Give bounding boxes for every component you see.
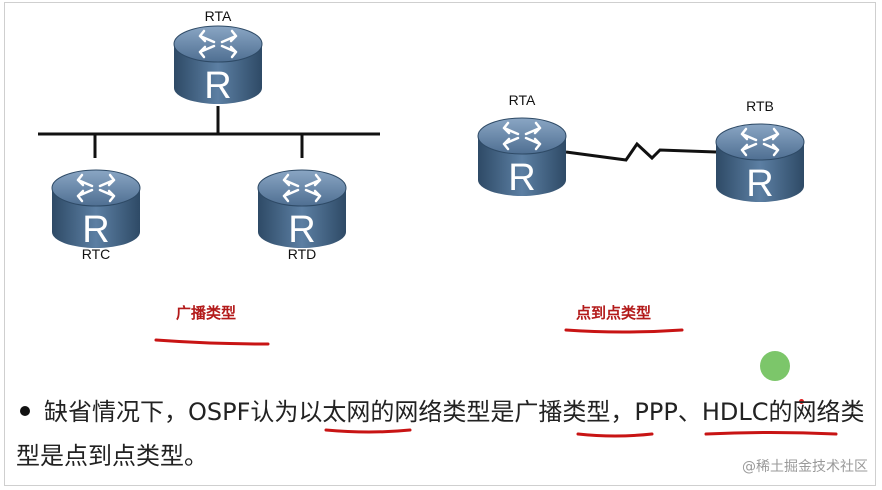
slide-frame	[4, 2, 876, 486]
svg-text:R: R	[508, 157, 535, 199]
watermark: @稀土掘金技术社区	[742, 459, 868, 475]
router-icon: R	[173, 25, 263, 107]
bullet-seg1: 缺省情况下，OSPF认为	[44, 398, 299, 426]
router-icon: R	[477, 117, 567, 199]
router-rtb: R	[712, 112, 808, 208]
router-label-rtc: RTC	[81, 246, 111, 262]
router-rtc: R	[48, 158, 144, 254]
router-icon: R	[715, 123, 805, 205]
bullet-seg5: ，	[610, 398, 635, 426]
bullet-seg7: 的网络类型是点到点类型。	[16, 398, 865, 470]
router-icon: R	[257, 169, 347, 251]
svg-text:R: R	[82, 209, 109, 251]
router-label-rtb: RTB	[746, 98, 774, 114]
underline-broadcast-caption	[154, 338, 270, 346]
serial-link-line	[565, 141, 717, 162]
router-rtd: R	[254, 158, 350, 254]
router-label-rta-broadcast: RTA	[204, 8, 232, 24]
bullet-paragraph: 缺省情况下，OSPF认为以太网的网络类型是广播类型，PPP、HDLC的网络类型是…	[16, 390, 866, 478]
underline-broadcast-type	[576, 432, 654, 438]
bullet-seg4: 广播类型	[514, 398, 611, 426]
bullet-seg3: 的网络类型是	[370, 398, 515, 426]
router-label-rta-p2p: RTA	[508, 92, 536, 108]
svg-text:R: R	[746, 163, 773, 205]
underline-ppp-hdlc	[704, 431, 838, 436]
bullet-seg2: 以太网	[298, 398, 371, 426]
router-rta-p2p: R	[474, 106, 570, 202]
underline-p2p-caption	[564, 328, 684, 334]
caption-p2p: 点到点类型	[576, 304, 652, 322]
svg-text:R: R	[288, 209, 315, 251]
caption-broadcast: 广播类型	[176, 304, 237, 322]
annotation-dot	[799, 399, 804, 404]
svg-text:R: R	[204, 65, 231, 107]
router-rta-broadcast: R	[170, 14, 266, 110]
pointer-marker	[760, 351, 790, 381]
bullet-icon	[20, 406, 30, 416]
router-icon: R	[51, 169, 141, 251]
router-label-rtd: RTD	[287, 246, 317, 262]
bullet-seg6: PPP、HDLC	[634, 398, 769, 426]
underline-ethernet	[324, 428, 412, 434]
